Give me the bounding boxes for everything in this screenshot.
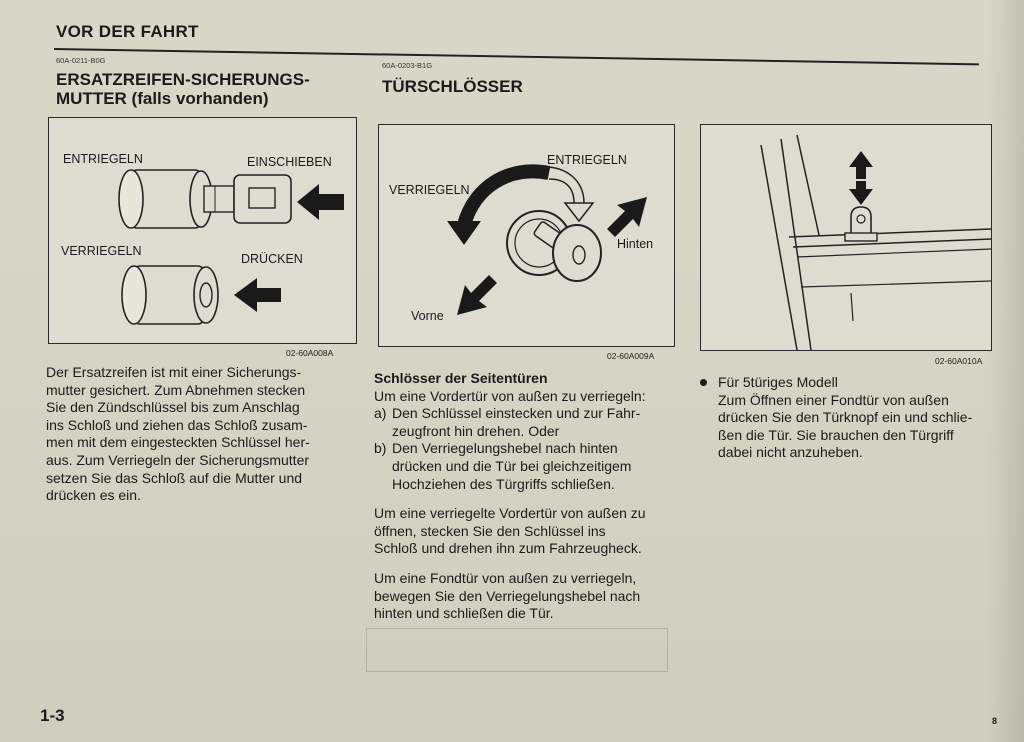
five-door-model-title: Für 5türiges Modell [718, 374, 838, 390]
rear-door-figure [700, 124, 992, 351]
list-item-line: Den Verriegelungshebel nach hinten [392, 440, 618, 457]
bullet-icon [700, 379, 707, 386]
lock-nut-unlock-drawing [118, 169, 292, 229]
label-insert: EINSCHIEBEN [247, 155, 332, 169]
section-header: VOR DER FAHRT [56, 22, 199, 41]
door-lock-figure: ENTRIEGELN VERRIEGELN Hinten Vorne [378, 124, 675, 347]
header-rule [53, 48, 979, 66]
left-body-line: drücken es ein. [46, 487, 141, 504]
left-body-line: Der Ersatzreifen ist mit einer Sicherung… [46, 364, 302, 380]
rear-door-illustration [760, 134, 991, 350]
list-marker: b) [374, 440, 387, 457]
list-item-line: drücken und die Tür bei gleichzeitigem [392, 457, 632, 474]
lock-rear-door-line: bewegen Sie den Verriegelungshebel nach [374, 587, 641, 604]
left-title-line-1: ERSATZREIFEN-SICHERUNGS- [56, 70, 310, 89]
list-item-line: zeugfront hin drehen. Oder [392, 422, 560, 439]
label-unlock: ENTRIEGELN [63, 152, 143, 166]
list-marker: a) [374, 405, 387, 422]
unlock-rotation-arrow-icon [563, 202, 595, 223]
insert-arrow-icon [297, 184, 344, 220]
list-item: a) Den Schlüssel einstecken und zur Fahr… [374, 405, 679, 440]
up-arrow-icon [849, 151, 873, 179]
lock-nut-lock-drawing [121, 265, 219, 325]
page-edge-shadow [988, 0, 1024, 742]
middle-body-text: Schlösser der Seitentüren Um eine Vorder… [374, 370, 679, 623]
left-section-code: 60A-0211-B0G [56, 56, 106, 65]
side-door-locks-heading: Schlösser der Seitentüren [374, 370, 548, 386]
lock-rotation-arrow-icon [447, 221, 481, 245]
label-lock: VERRIEGELN [61, 244, 142, 258]
left-body-line: mutter gesichert. Zum Abnehmen stecken [46, 381, 306, 398]
left-figure-code: 02-60A008A [286, 348, 334, 358]
label-press: DRÜCKEN [241, 252, 303, 266]
unlock-front-door-line: Um eine verriegelte Vordertür von außen … [374, 505, 646, 522]
corner-number: 8 [992, 716, 998, 726]
list-item-line: Den Schlüssel einstecken und zur Fahr- [392, 405, 641, 422]
five-door-line: ßen die Tür. Sie brauchen den Türgriff [718, 426, 954, 443]
door-lock-illustration [447, 164, 647, 315]
front-door-lock-intro: Um eine Vordertür von außen zu verriegel… [374, 387, 646, 404]
left-body-line: aus. Zum Verriegeln der Sicherungsmutter [46, 451, 310, 468]
right-body-text: Für 5türiges Modell Zum Öffnen einer Fon… [700, 374, 1000, 462]
five-door-line: drücken Sie den Türknopf ein und schlie- [718, 409, 973, 426]
lock-rear-door-line: hinten und schließen die Tür. [374, 605, 554, 622]
left-body-line: men mit dem eingesteckten Schlüssel her- [46, 434, 310, 451]
lock-nut-figure: ENTRIEGELN EINSCHIEBEN VERRIEGELN DRÜCKE… [48, 117, 357, 344]
rear-arrow-icon [607, 197, 647, 237]
left-body-line: setzen Sie das Schloß auf die Mutter und [46, 469, 303, 486]
unlock-front-door-line: Schloß und drehen ihn zum Fahrzeugheck. [374, 540, 642, 557]
bleed-through-box [366, 628, 668, 672]
page-number: 1-3 [40, 706, 65, 725]
middle-section-code: 60A-0203-B1G [382, 61, 433, 70]
left-body-text: Der Ersatzreifen ist mit einer Sicherung… [46, 364, 358, 505]
right-figure-code: 02-60A010A [935, 356, 983, 366]
lock-rear-door-line: Um eine Fondtür von außen zu verriegeln, [374, 569, 637, 586]
five-door-model-text: Zum Öffnen einer Fondtür von außen drück… [700, 392, 1000, 462]
middle-figure-code: 02-60A009A [607, 351, 655, 361]
five-door-line: Zum Öffnen einer Fondtür von außen [718, 391, 949, 408]
left-body-line: ins Schloß und ziehen das Schloß zusam- [46, 416, 308, 433]
list-item: b) Den Verriegelungshebel nach hinten dr… [374, 440, 679, 493]
door-label-rear: Hinten [617, 237, 654, 251]
door-knob [850, 206, 872, 238]
left-title-line-2: MUTTER (falls vorhanden) [56, 89, 269, 108]
five-door-line: dabei nicht anzuheben. [718, 444, 863, 461]
press-arrow-icon [234, 278, 281, 312]
list-item-line: Hochziehen des Türgriffs schließen. [392, 475, 615, 492]
left-section-title: ERSATZREIFEN-SICHERUNGS- MUTTER (falls v… [56, 70, 310, 108]
middle-section-title: TÜRSCHLÖSSER [382, 77, 523, 96]
door-label-lock: VERRIEGELN [389, 183, 470, 197]
door-label-front: Vorne [411, 309, 444, 323]
left-body-line: Sie den Zündschlüssel bis zum Anschlag [46, 399, 300, 416]
down-arrow-icon [849, 181, 873, 205]
five-door-model-bullet: Für 5türiges Modell [700, 374, 1000, 392]
front-arrow-icon [457, 275, 497, 315]
unlock-front-door-line: öffnen, stecken Sie den Schlüssel ins [374, 522, 606, 539]
lock-nut-illustration [118, 169, 344, 325]
door-label-unlock: ENTRIEGELN [547, 153, 627, 167]
